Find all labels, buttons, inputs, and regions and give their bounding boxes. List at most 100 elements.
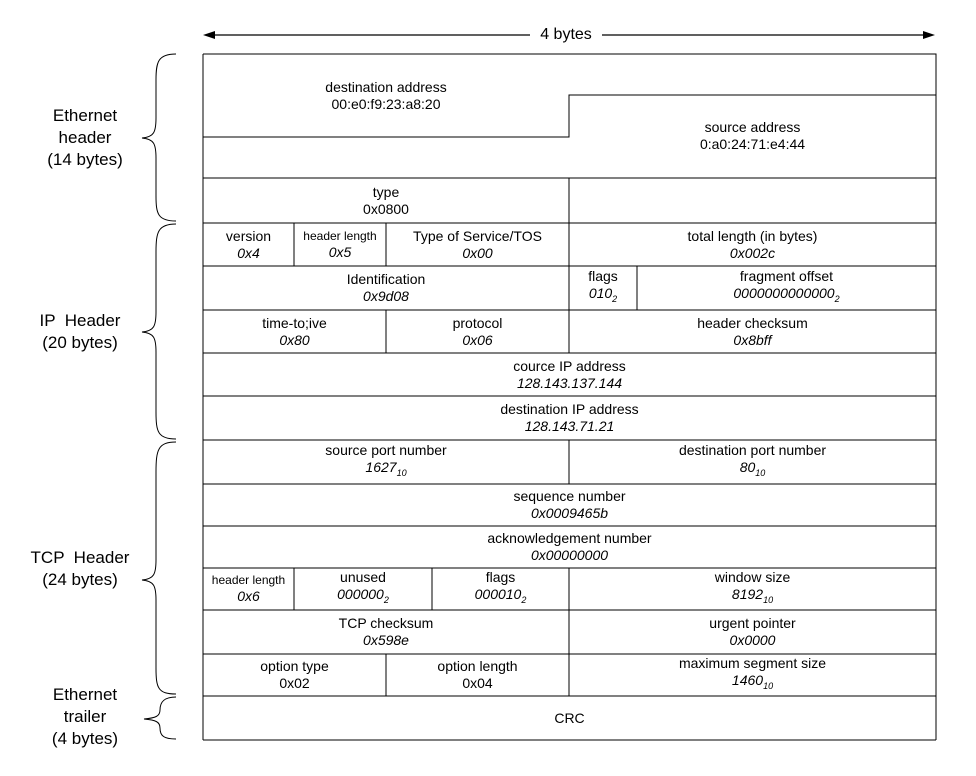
field-value: 000000	[337, 586, 384, 602]
field-value: 0x00000000	[530, 547, 609, 563]
field-label: type	[372, 183, 400, 200]
field-label: header checksum	[697, 314, 808, 331]
field-label: destination IP address	[500, 401, 639, 417]
number-base: 10	[396, 468, 407, 478]
field-destination-address: destination address 00:e0:f9:23:a8:20	[203, 78, 569, 114]
field-label: TCP checksum	[338, 615, 434, 631]
field-label: header length	[303, 228, 377, 243]
section-label-line: (24 bytes)	[42, 570, 118, 589]
section-label-line: Ethernet	[52, 106, 118, 125]
brace-ethernet-header	[141, 53, 177, 222]
field-tcp-ack-number: acknowledgement number 0x00000000	[203, 526, 936, 568]
field-value: 00:e0:f9:23:a8:20	[331, 96, 441, 112]
field-label: fragment offset	[739, 268, 834, 284]
field-value: 0x06	[462, 331, 493, 348]
number-base: 2	[612, 294, 618, 304]
field-value: 010	[588, 285, 613, 301]
field-value: 0:a0:24:71:e4:44	[699, 136, 806, 152]
field-tcp-option-type: option type 0x02	[203, 654, 386, 696]
field-tcp-sequence-number: sequence number 0x0009465b	[203, 484, 936, 526]
field-value: 0x8bff	[733, 331, 772, 348]
field-label: flags	[588, 268, 618, 284]
field-value: 80	[739, 459, 756, 475]
number-base: 10	[755, 468, 766, 478]
width-arrow	[203, 31, 935, 39]
field-tcp-option-length: option length 0x04	[386, 654, 569, 696]
field-value: 0x04	[462, 675, 493, 691]
field-value: 000010	[474, 586, 522, 602]
field-type: type 0x0800	[203, 178, 569, 223]
field-ip-header-length: header length 0x5	[294, 223, 386, 266]
brace-tcp-header	[141, 441, 177, 695]
number-base: 2	[521, 595, 527, 605]
field-label: flags	[485, 569, 516, 585]
field-tcp-checksum: TCP checksum 0x598e	[203, 610, 569, 654]
section-label-tcp-header: TCP Header (24 bytes)	[16, 547, 144, 591]
section-label-line: IP Header	[39, 311, 121, 330]
field-label: destination address	[325, 79, 447, 95]
number-base: 10	[763, 595, 774, 605]
field-value: 8192	[731, 586, 764, 602]
width-label: 4 bytes	[530, 24, 602, 46]
number-base: 2	[834, 294, 840, 304]
field-label: sequence number	[513, 488, 626, 504]
field-ip-header-checksum: header checksum 0x8bff	[569, 310, 936, 353]
field-value: 0x0000	[729, 632, 776, 648]
field-label: maximum segment size	[678, 655, 827, 671]
section-label-ethernet-header: Ethernet header (14 bytes)	[30, 105, 140, 171]
field-label: option length	[437, 658, 518, 674]
field-tcp-destination-port: destination port number 8010	[569, 440, 936, 484]
section-label-line: (4 bytes)	[51, 729, 119, 748]
grid-lines	[202, 53, 937, 741]
brace-ethernet-trailer	[143, 696, 177, 740]
field-source-address: source address 0:a0:24:71:e4:44	[569, 118, 936, 154]
field-ip-protocol: protocol 0x06	[386, 310, 569, 353]
field-label: total length (in bytes)	[687, 227, 818, 244]
number-base: 2	[383, 595, 389, 605]
field-label: CRC	[554, 709, 585, 726]
field-label: header length	[211, 573, 286, 587]
field-label: source port number	[325, 442, 447, 458]
field-ip-total-length: total length (in bytes) 0x002c	[569, 223, 936, 266]
field-ip-tos: Type of Service/TOS 0x00	[386, 223, 569, 266]
field-value: 0x0800	[363, 200, 409, 217]
field-ip-fragment-offset: fragment offset 00000000000002	[637, 266, 936, 310]
field-label: window size	[714, 569, 791, 585]
field-value: 1460	[731, 672, 764, 688]
field-value: 0x002c	[729, 244, 776, 261]
field-value: 1627	[365, 459, 397, 475]
section-label-line: TCP Header	[30, 548, 130, 567]
field-label: Identification	[346, 271, 426, 287]
field-value: 128.143.71.21	[524, 418, 615, 434]
field-value: 0x80	[279, 331, 310, 348]
field-label: source address	[704, 119, 801, 135]
field-ip-source-address: cource IP address 128.143.137.144	[203, 353, 936, 396]
field-label: unused	[340, 569, 386, 585]
number-base: 10	[763, 681, 774, 691]
field-label: version	[225, 227, 272, 244]
field-crc: CRC	[203, 696, 936, 740]
section-label-line: header	[58, 128, 112, 147]
field-ip-identification: Identification 0x9d08	[203, 266, 569, 310]
field-label: cource IP address	[513, 357, 626, 374]
field-tcp-flags: flags 0000102	[432, 568, 569, 610]
field-tcp-header-length: header length 0x6	[203, 568, 294, 610]
field-label: acknowledgement number	[487, 530, 652, 546]
section-label-ethernet-trailer: Ethernet trailer (4 bytes)	[30, 684, 140, 750]
field-value: 0000000000000	[733, 285, 835, 301]
field-value: 0x0009465b	[530, 505, 609, 521]
field-label: option type	[260, 658, 329, 674]
field-tcp-urgent-pointer: urgent pointer 0x0000	[569, 610, 936, 654]
field-ip-flags: flags 0102	[569, 266, 637, 310]
section-label-ip-header: IP Header (20 bytes)	[20, 310, 140, 354]
section-label-line: Ethernet	[52, 685, 118, 704]
field-ip-ttl: time-to;ive 0x80	[203, 310, 386, 353]
field-tcp-source-port: source port number 162710	[203, 440, 569, 484]
field-value: 0x4	[237, 244, 260, 261]
section-label-line: (14 bytes)	[47, 150, 123, 169]
field-ip-destination-address: destination IP address 128.143.71.21	[203, 396, 936, 440]
field-value: 128.143.137.144	[516, 374, 623, 391]
field-label: time-to;ive	[262, 314, 327, 331]
field-tcp-mss: maximum segment size 146010	[569, 654, 936, 696]
